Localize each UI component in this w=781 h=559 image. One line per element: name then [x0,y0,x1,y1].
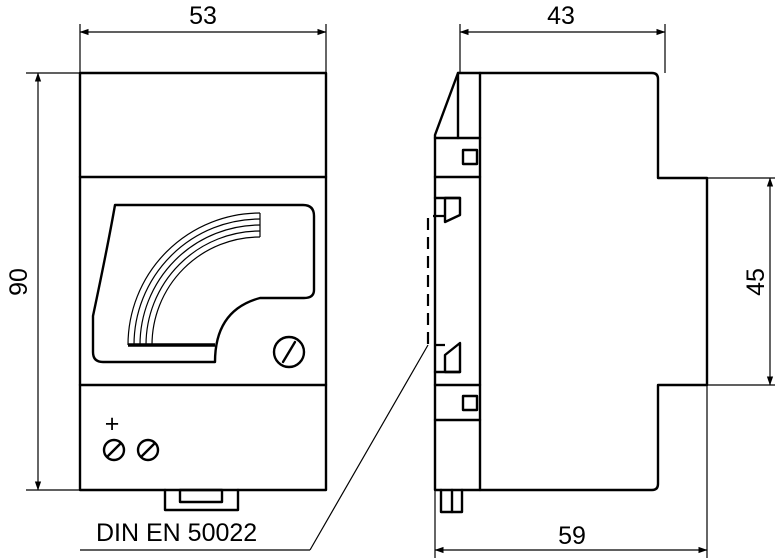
dimension-label: 53 [189,2,217,30]
dimension-label: 59 [558,522,586,550]
scale-arc [127,212,261,347]
din-rail-outline [426,214,445,347]
dimension-label: 45 [742,268,770,296]
display-window [91,203,316,364]
dimension-side-depth-bottom: 59 [434,385,708,558]
side-view [426,71,709,514]
front-view: + [78,71,328,512]
din-standard-label: DIN EN 50022 [96,519,257,547]
din-rail-callout: DIN EN 50022 [80,344,429,551]
dimension-label: 43 [547,2,575,30]
callout-leader-line [309,344,429,551]
terminal-screw-icon [102,438,126,462]
side-bezel-profile [433,71,482,492]
dimension-front-height: 90 [5,72,80,491]
side-body-outline [478,71,709,492]
adjust-screw-icon [272,335,306,369]
din-clip [163,488,240,512]
dimension-side-height: 45 [707,177,775,386]
upper-latch [443,196,462,224]
latch-window [461,394,479,412]
latch-window [461,148,479,166]
dimension-front-width: 53 [79,2,327,73]
terminal-screw-icon [136,438,160,462]
terminal-plus-label: + [105,410,120,438]
dimension-label: 90 [5,268,33,296]
dimension-side-depth-top: 43 [459,2,666,73]
lower-latch [443,341,462,374]
